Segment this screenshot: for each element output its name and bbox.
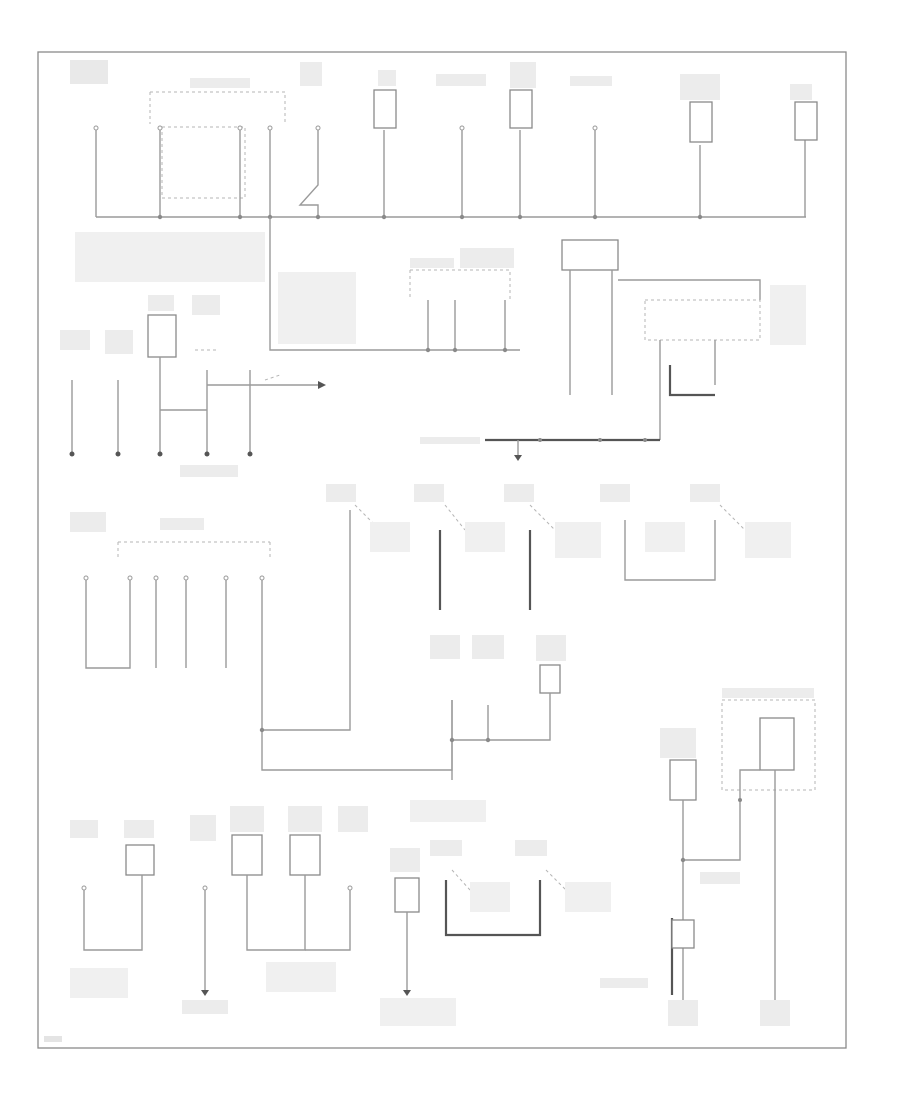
module-box <box>125 844 155 876</box>
top-ground-circuit <box>70 60 818 282</box>
relay-box <box>759 717 795 771</box>
switch-box <box>671 919 695 949</box>
bottom-right-circuit <box>600 688 816 1026</box>
module-box <box>669 759 697 801</box>
middle-circuit <box>70 484 791 822</box>
sensor-box <box>539 664 561 694</box>
module-box <box>794 101 818 141</box>
module-box <box>689 101 713 143</box>
switch-box <box>147 314 177 358</box>
module-box <box>373 89 397 129</box>
module-box <box>509 89 533 129</box>
module-box <box>394 877 420 913</box>
diagram-border <box>37 51 847 1049</box>
upper-middle-circuit <box>269 217 806 461</box>
fuse-block <box>561 239 619 271</box>
left-middle-circuit <box>60 295 326 477</box>
page-reference <box>44 1036 62 1042</box>
module-box <box>231 834 263 876</box>
bottom-middle-circuit <box>380 840 611 1026</box>
bottom-left-circuit <box>70 806 368 1014</box>
module-box <box>289 834 321 876</box>
